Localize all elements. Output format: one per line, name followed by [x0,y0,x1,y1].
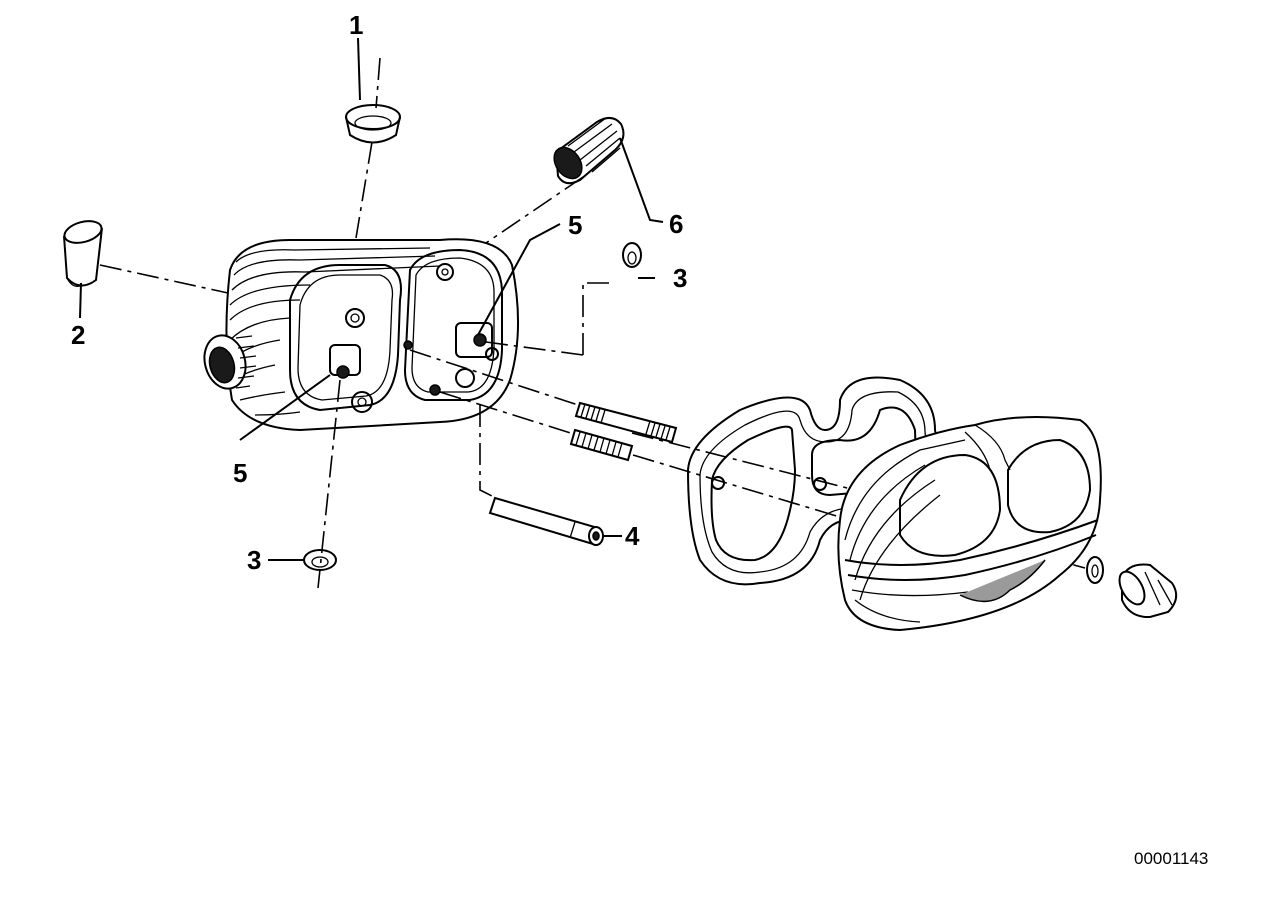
cap-nut [1118,563,1178,619]
stud-bolt-upper [574,401,678,444]
leader-5-upper [477,223,561,336]
callout-3-upper: 3 [673,263,687,293]
drawing-number: 00001143 [1134,849,1208,868]
part-1-axis-line [375,57,381,109]
part-4-sleeve-pin [488,496,604,546]
leader-6 [619,137,664,223]
callout-6: 6 [669,209,683,239]
part-2-sleeve [63,220,103,287]
part-4-line [479,405,501,501]
callout-3-lower: 3 [247,545,261,575]
callout-4: 4 [625,521,640,551]
stud-line-a [409,349,579,406]
part-3-lock-washer-lower [303,549,337,571]
stud-line-a-right [631,432,856,491]
callout-2: 2 [71,320,85,350]
stud-line-upper [485,341,584,356]
stud-line-b [439,391,578,436]
part-2-axis-line [99,264,229,294]
leader-1 [357,37,361,101]
leader-5-lower [239,374,331,441]
valve-cover [837,415,1102,632]
washer [1086,556,1104,584]
part-1-sealing-ring [345,104,401,144]
callout-5-lower: 5 [233,458,247,488]
stud-bolt-lower [569,428,634,462]
leader-2 [79,282,82,319]
part-3-upper-line [582,282,612,355]
part-6-threaded-sleeve [553,117,625,185]
part-3-lock-washer-upper [622,242,642,268]
cylinder-head [203,238,520,432]
callout-1: 1 [349,10,363,40]
part-1-axis-line-lower [355,141,373,239]
callout-5-upper: 5 [568,210,582,240]
stud-line-b-right [632,454,851,521]
part-3-lower-line [317,379,341,589]
